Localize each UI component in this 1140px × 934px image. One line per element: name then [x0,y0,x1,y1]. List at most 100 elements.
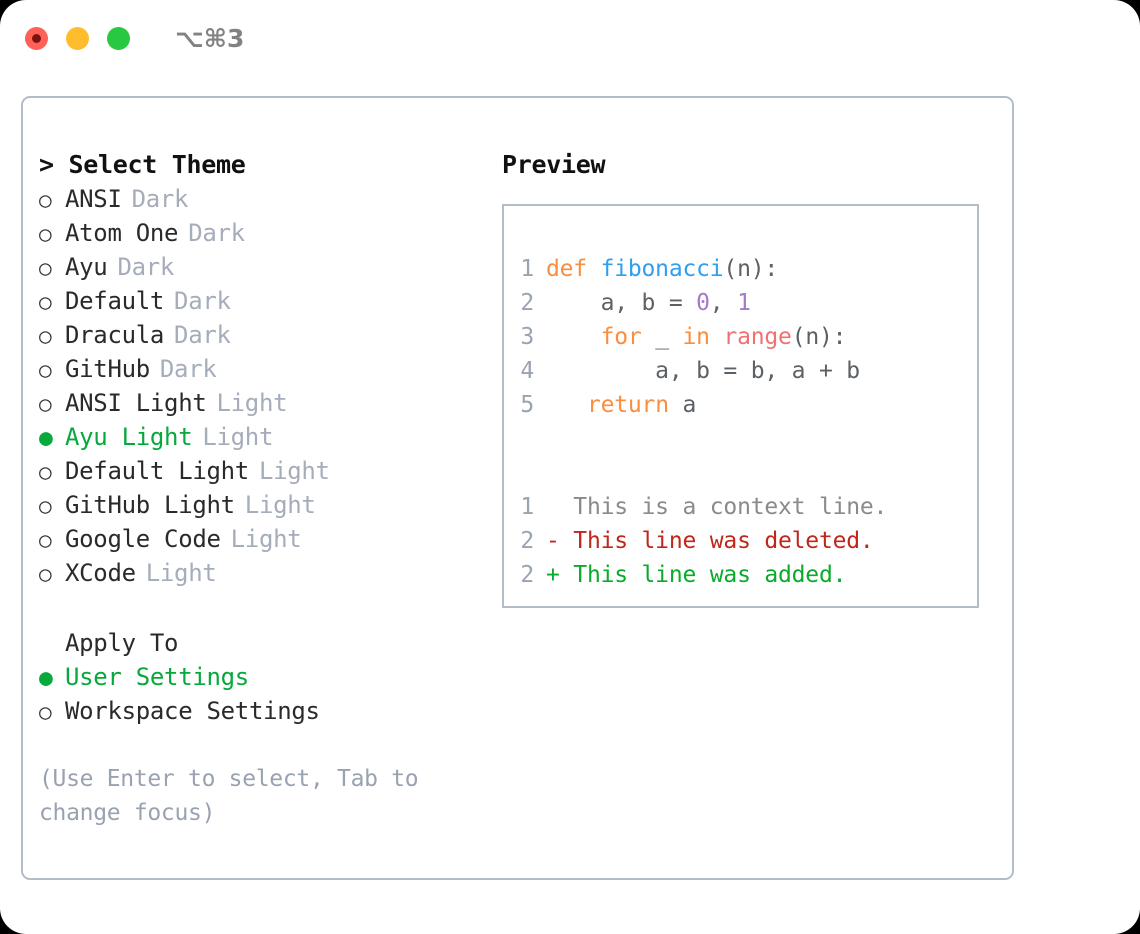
radio-icon: ○ [39,494,52,518]
diff-row-added: 2 + This line was added. [504,558,977,592]
code-row: 4 a, b = b, a + b [504,354,977,388]
token-keyword: return [586,392,669,418]
theme-option-variant: Light [230,525,302,553]
code-blank-line [504,422,977,456]
theme-option-label: GitHub Light [65,491,235,519]
token-call: range [723,324,792,350]
theme-option-label: Ayu [65,253,108,281]
theme-selector-column: > Select Theme ○ ANSI Dark ○ Atom One Da… [39,148,479,830]
theme-option-label: GitHub [65,355,150,383]
radio-icon: ○ [39,528,52,552]
token-function: fibonacci [600,256,724,282]
code-content: return a [546,388,696,422]
apply-to-option-list: ● User Settings ○ Workspace Settings [39,660,479,728]
theme-option-ayu-light[interactable]: ● Ayu Light Light [39,420,479,454]
line-number: 3 [520,324,534,350]
code-sample: 1 def fibonacci(n): 2 a, b = 0, 1 3 for … [504,252,977,592]
diff-row-context: 1 This is a context line. [504,490,977,524]
radio-icon: ○ [39,256,52,280]
token-plain: a [668,392,697,418]
code-blank-line [504,456,977,490]
line-number: 5 [520,392,534,418]
code-row: 1 def fibonacci(n): [504,252,977,286]
theme-option-ayu[interactable]: ○ Ayu Dark [39,250,479,284]
token-plain [546,392,587,418]
theme-option-variant: Light [202,423,274,451]
shortcut-label: ⌥⌘3 [175,23,245,53]
theme-option-label: ANSI Light [65,389,207,417]
theme-option-label: Ayu Light [65,423,193,451]
preview-heading: Preview [502,150,606,179]
diff-marker [546,490,573,524]
minimize-button[interactable] [66,26,89,50]
radio-selected-icon: ● [39,425,53,451]
diff-content: This line was deleted. [573,528,874,554]
apply-to-option-workspace-settings[interactable]: ○ Workspace Settings [39,694,479,728]
apply-to-option-label: Workspace Settings [65,697,320,725]
theme-option-default[interactable]: ○ Default Dark [39,284,479,318]
line-number: 4 [520,358,534,384]
token-number: 1 [737,290,751,316]
token-number: 0 [696,290,710,316]
theme-option-xcode[interactable]: ○ XCode Light [39,556,479,590]
theme-option-atom-one[interactable]: ○ Atom One Dark [39,216,479,250]
theme-option-label: Atom One [65,219,179,247]
diff-row-deleted: 2 - This line was deleted. [504,524,977,558]
window-controls [25,26,130,50]
diff-marker: + [546,562,574,588]
token-plain [546,324,601,350]
theme-option-variant: Dark [174,287,231,315]
theme-option-variant: Light [258,457,330,485]
token-keyword: def [546,256,601,282]
recording-indicator-icon [32,33,41,43]
code-row: 5 return a [504,388,977,422]
radio-icon: ○ [39,188,52,212]
line-number: 2 [520,562,534,588]
keyboard-hint-text: (Use Enter to select, Tab to change focu… [39,766,419,826]
theme-option-github-light[interactable]: ○ GitHub Light Light [39,488,479,522]
radio-icon: ○ [39,700,52,724]
list-spacer [39,590,479,626]
theme-option-variant: Dark [117,253,175,281]
code-content: for _ in range(n): [546,320,847,354]
theme-option-ansi[interactable]: ○ ANSI Dark [39,182,479,216]
apply-to-option-label: User Settings [65,663,249,691]
select-theme-heading: > Select Theme [39,150,246,179]
radio-selected-icon: ● [39,665,53,691]
theme-option-list: ○ ANSI Dark ○ Atom One Dark ○ Ayu Dark [39,182,479,590]
close-button[interactable] [25,26,48,50]
theme-option-variant: Light [145,559,217,587]
token-plain: _ [641,324,683,350]
title-bar: ⌥⌘3 [0,0,1140,76]
radio-icon: ○ [39,562,52,586]
theme-option-google-code[interactable]: ○ Google Code Light [39,522,479,556]
theme-option-label: XCode [65,559,136,587]
theme-option-variant: Dark [188,219,245,247]
line-number: 2 [520,528,534,554]
diff-content: This line was added. [573,562,847,588]
theme-option-label: Default [65,287,165,315]
token-plain: , [709,290,738,316]
code-content: def fibonacci(n): [546,252,778,286]
theme-option-dracula[interactable]: ○ Dracula Dark [39,318,479,352]
code-row: 3 for _ in range(n): [504,320,977,354]
theme-option-ansi-light[interactable]: ○ ANSI Light Light [39,386,479,420]
theme-option-label: Dracula [65,321,165,349]
token-keyword: in [682,324,710,350]
theme-option-label: Default Light [65,457,249,485]
theme-option-default-light[interactable]: ○ Default Light Light [39,454,479,488]
theme-option-variant: Dark [159,355,217,383]
radio-icon: ○ [39,392,52,416]
maximize-button[interactable] [107,26,130,50]
token-plain: a, b = [546,290,697,316]
preview-column: Preview 1 def fibonacci(n): 2 a, b = 0, … [502,148,982,608]
apply-to-heading: Apply To [65,629,179,657]
token-keyword: for [600,324,642,350]
code-row: 2 a, b = 0, 1 [504,286,977,320]
theme-option-variant: Light [216,389,288,417]
line-number: 1 [520,256,534,282]
code-content: a, b = 0, 1 [546,286,751,320]
apply-to-option-user-settings[interactable]: ● User Settings [39,660,479,694]
theme-option-github[interactable]: ○ GitHub Dark [39,352,479,386]
radio-icon: ○ [39,290,52,314]
